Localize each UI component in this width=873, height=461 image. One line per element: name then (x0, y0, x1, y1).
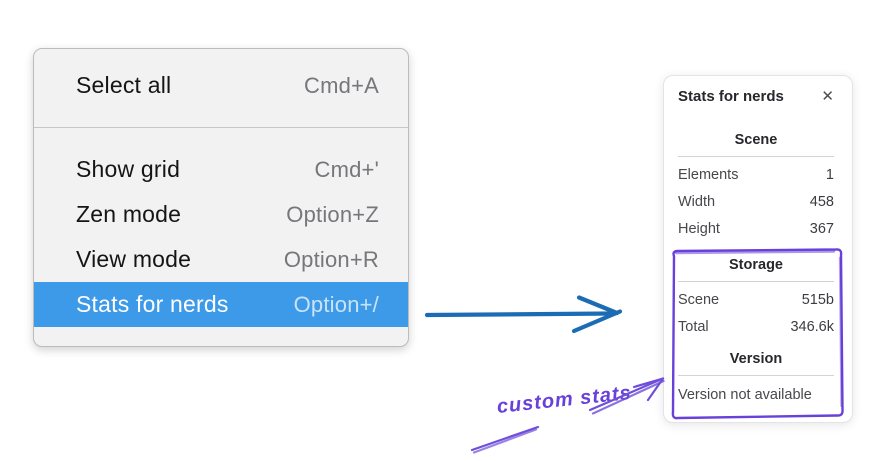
menu-item-label: Select all (76, 72, 172, 98)
menu-item-shortcut: Option+R (283, 246, 379, 272)
stat-value: 458 (809, 194, 834, 210)
annotation-custom-stats-label: custom stats (495, 381, 633, 418)
menu-item-zen-mode[interactable]: Zen mode Option+Z (34, 192, 408, 237)
context-menu: Select all Cmd+A Show grid Cmd+' Zen mod… (33, 48, 409, 347)
menu-item-stats-for-nerds[interactable]: Stats for nerds Option+/ (34, 282, 408, 327)
menu-item-view-mode[interactable]: View mode Option+R (34, 237, 408, 282)
stat-value: 346.6k (790, 319, 834, 335)
section-divider (678, 156, 834, 157)
menu-divider (34, 127, 408, 128)
menu-item-show-grid[interactable]: Show grid Cmd+' (34, 147, 408, 192)
menu-item-label: Zen mode (76, 201, 182, 227)
stat-label: Elements (678, 167, 739, 183)
stat-row-scene-size: Scene 515b (678, 287, 834, 314)
menu-item-shortcut: Cmd+A (304, 72, 379, 98)
stat-value: 1 (825, 167, 834, 183)
menu-item-shortcut: Option+Z (286, 201, 379, 227)
stat-label: Scene (678, 292, 720, 308)
stats-panel: Stats for nerds ✕ Scene Elements 1 Width… (663, 75, 853, 423)
menu-group-bottom: Show grid Cmd+' Zen mode Option+Z View m… (34, 128, 408, 346)
stat-label: Height (678, 221, 720, 237)
section-divider (678, 281, 834, 282)
menu-item-label: Show grid (76, 156, 181, 182)
menu-item-shortcut: Option+/ (293, 291, 379, 317)
stat-label: Total (678, 319, 709, 335)
stats-section-storage: Storage Scene 515b Total 346.6k (678, 255, 834, 341)
arrow-menu-to-panel-icon (424, 295, 623, 334)
section-heading: Version (729, 351, 783, 367)
close-icon[interactable]: ✕ (821, 87, 834, 105)
menu-item-select-all[interactable]: Select all Cmd+A (34, 63, 408, 108)
menu-item-label: Stats for nerds (76, 291, 229, 317)
stat-row-total-size: Total 346.6k (678, 314, 834, 341)
section-heading: Storage (729, 257, 783, 273)
stat-row-height: Height 367 (678, 216, 834, 243)
stat-row-elements: Elements 1 (678, 162, 834, 189)
stat-value: 367 (809, 221, 834, 237)
stats-panel-title: Stats for nerds (678, 87, 784, 105)
section-divider (678, 375, 834, 376)
version-note: Version not available (678, 387, 812, 403)
stat-label: Width (678, 194, 716, 210)
menu-group-top: Select all Cmd+A (34, 49, 408, 127)
stats-section-scene: Scene Elements 1 Width 458 Height 367 (678, 130, 834, 243)
section-heading: Scene (734, 132, 778, 148)
stats-panel-header: Stats for nerds ✕ (678, 86, 834, 106)
annotation-arrow-icon (470, 377, 665, 454)
stat-value: 515b (801, 292, 834, 308)
menu-item-shortcut: Cmd+' (314, 156, 379, 182)
stats-section-version: Version Version not available (678, 349, 834, 409)
stat-row-width: Width 458 (678, 189, 834, 216)
menu-item-label: View mode (76, 246, 192, 272)
